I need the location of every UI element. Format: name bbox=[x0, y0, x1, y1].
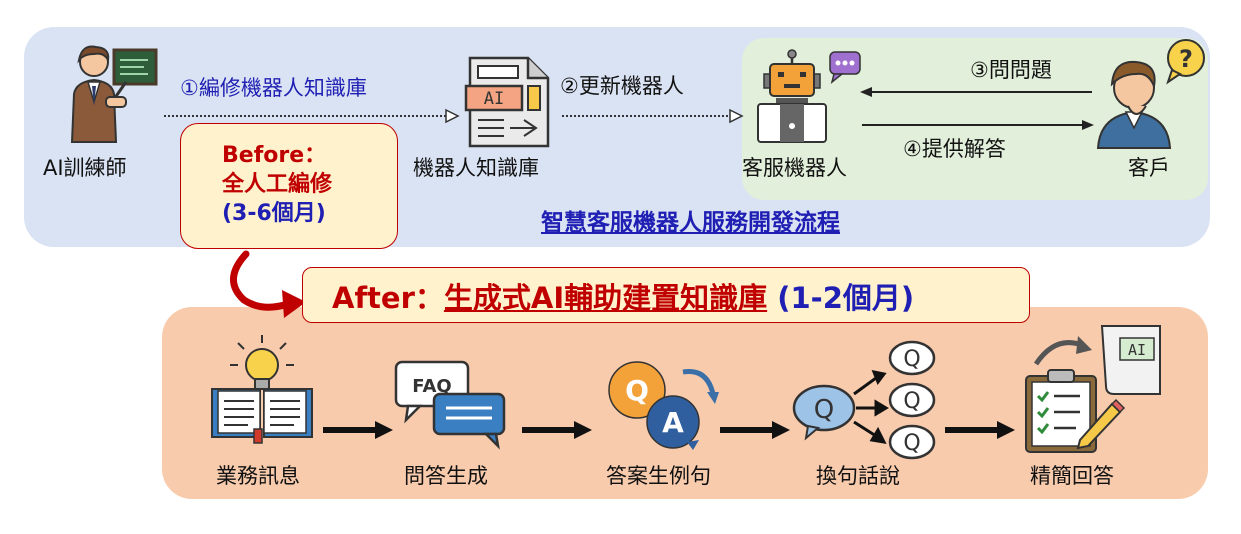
before-method: 全人工編修 bbox=[222, 172, 333, 197]
customer-label: 客戶 bbox=[1128, 156, 1170, 180]
after-highlight: 生成式AI輔助建置知識庫 bbox=[443, 281, 768, 315]
step-paraphrase-label: 換句話說 bbox=[816, 464, 900, 488]
step2-label: ②更新機器人 bbox=[560, 74, 684, 98]
knowledge-base-icon: AI bbox=[464, 56, 550, 148]
dotted-arrow-trainer-kb bbox=[164, 108, 460, 124]
after-duration: (1-2個月) bbox=[777, 281, 915, 315]
svg-text:Q: Q bbox=[903, 431, 920, 456]
paraphrase-questions-icon: Q QQQ bbox=[792, 340, 936, 460]
step1-label: ①編修機器人知識庫 bbox=[180, 76, 367, 100]
before-heading: Before： bbox=[222, 143, 327, 168]
step3-label: ③問問題 bbox=[970, 58, 1052, 82]
step-answer-examples-label: 答案生例句 bbox=[606, 464, 711, 488]
step4-label: ④提供解答 bbox=[903, 137, 1006, 161]
knowledge-base-label: 機器人知識庫 bbox=[413, 156, 539, 180]
arrow-customer-to-bot bbox=[860, 87, 1092, 97]
ai-trainer-icon bbox=[70, 45, 158, 143]
ai-trainer-label: AI訓練師 bbox=[43, 156, 127, 180]
before-note-text: Before： 全人工編修 (3-6個月) bbox=[222, 141, 332, 228]
before-duration: (3-6個月) bbox=[222, 201, 326, 226]
svg-text:Q: Q bbox=[903, 347, 920, 372]
dotted-arrow-kb-bot bbox=[562, 108, 744, 124]
step-business-info-label: 業務訊息 bbox=[216, 464, 300, 488]
after-note-box bbox=[302, 267, 1030, 323]
arrow-step3-step4 bbox=[720, 421, 790, 439]
arrow-step4-step5 bbox=[945, 421, 1015, 439]
arrow-bot-to-customer bbox=[862, 120, 1094, 130]
after-heading: After： bbox=[332, 281, 444, 315]
faq-icon-text: FAQ bbox=[412, 376, 451, 397]
book-lightbulb-icon bbox=[211, 335, 313, 444]
qa-bubbles-icon: Q A bbox=[608, 361, 719, 450]
arrow-step1-step2 bbox=[323, 421, 393, 439]
faq-bubbles-icon: FAQ bbox=[394, 360, 506, 450]
question-mark-text: ? bbox=[1179, 45, 1193, 73]
step-qa-generation-label: 問答生成 bbox=[404, 464, 488, 488]
ai-doc-icon-text: AI bbox=[1128, 341, 1146, 359]
svg-text:Q: Q bbox=[903, 389, 920, 414]
arrow-step2-step3 bbox=[522, 421, 592, 439]
chatbot-label: 客服機器人 bbox=[742, 156, 847, 180]
step-concise-answer-label: 精簡回答 bbox=[1030, 464, 1114, 488]
after-note-text: After：生成式AI輔助建置知識庫 (1-2個月) bbox=[332, 275, 914, 317]
process-title[interactable]: 智慧客服機器人服務開發流程 bbox=[541, 210, 840, 236]
before-note-box bbox=[180, 123, 398, 249]
customer-icon: ? bbox=[1096, 39, 1205, 149]
chatbot-icon bbox=[757, 49, 861, 143]
curved-transition-arrow bbox=[230, 250, 306, 318]
paraphrase-q-text: Q bbox=[814, 395, 834, 425]
kb-icon-text: AI bbox=[484, 89, 504, 109]
a-icon-text: A bbox=[662, 406, 684, 439]
clipboard-ai-icon: AI bbox=[1025, 325, 1161, 453]
q-icon-text: Q bbox=[625, 374, 649, 407]
